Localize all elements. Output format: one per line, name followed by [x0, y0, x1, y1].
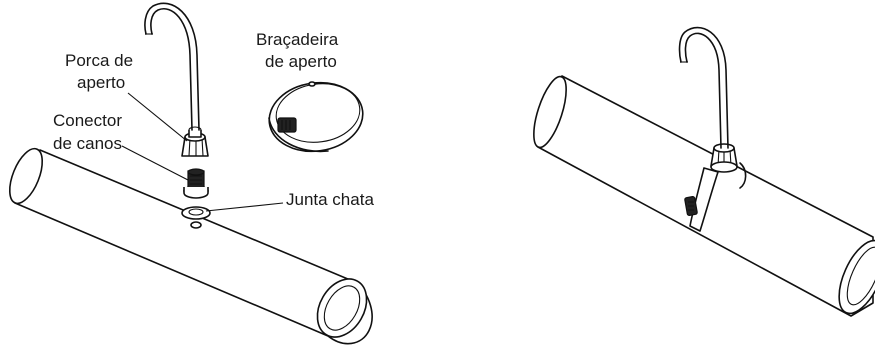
assembled-view — [533, 26, 875, 317]
bent-tube-installed — [678, 26, 729, 149]
bent-tube — [144, 2, 200, 131]
clamp-installed — [684, 162, 747, 232]
label-connector-line1: Conector — [53, 111, 122, 130]
clamp-loose — [268, 81, 364, 153]
label-connector-line2: de canos — [53, 134, 122, 153]
pipe-left — [8, 147, 373, 345]
label-nut-line1: Porca de — [65, 51, 133, 70]
tightening-nut — [181, 126, 209, 157]
label-nut-line2: aperto — [77, 73, 125, 92]
exploded-view: Porca de aperto Braçadeira de aperto Con… — [8, 2, 374, 345]
label-washer: Junta chata — [286, 190, 374, 209]
flat-washer — [181, 206, 211, 220]
label-clamp-line2: de aperto — [265, 52, 337, 71]
label-clamp-line1: Braçadeira — [256, 30, 339, 49]
pipe-hole — [190, 221, 202, 229]
tightening-nut-installed — [710, 143, 738, 173]
leader-lines — [121, 92, 284, 212]
pipe-connector — [183, 168, 209, 199]
